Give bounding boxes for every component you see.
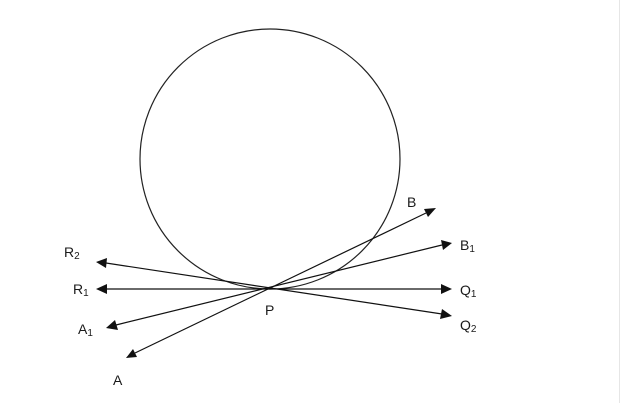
label-a1: A1 <box>78 321 93 339</box>
label-r2-letter: R <box>64 244 74 260</box>
label-a: A <box>113 372 123 388</box>
arrowhead-q2 <box>440 309 452 319</box>
arrowhead-b <box>424 208 436 217</box>
label-b1-letter: B <box>460 237 469 253</box>
label-r1-letter: R <box>73 281 83 297</box>
label-b: B <box>407 194 416 210</box>
label-r2: R2 <box>64 244 80 262</box>
arrowhead-q1 <box>441 284 452 294</box>
line-a1-b1 <box>115 244 443 326</box>
arrowhead-a <box>126 349 137 358</box>
circle <box>139 28 401 290</box>
arrowhead-a1 <box>106 320 118 330</box>
label-b1-subscript: 1 <box>469 244 475 255</box>
line-a-b <box>134 212 427 354</box>
label-q2-letter: Q <box>460 317 471 333</box>
label-b1: B1 <box>460 237 475 255</box>
label-q1-letter: Q <box>460 282 471 298</box>
label-q1-subscript: 1 <box>471 289 477 300</box>
label-q2: Q2 <box>460 317 477 335</box>
label-a1-subscript: 1 <box>87 328 93 339</box>
arrowhead-r1 <box>96 284 107 294</box>
label-p: P <box>265 302 274 318</box>
label-r2-subscript: 2 <box>74 251 80 262</box>
label-q1: Q1 <box>460 282 477 300</box>
arrowhead-r2 <box>96 258 107 268</box>
label-r1: R1 <box>73 281 89 299</box>
arrowhead-b1 <box>441 240 452 250</box>
label-a1-letter: A <box>78 321 88 337</box>
label-q2-subscript: 2 <box>471 324 477 335</box>
label-r1-subscript: 1 <box>83 288 89 299</box>
